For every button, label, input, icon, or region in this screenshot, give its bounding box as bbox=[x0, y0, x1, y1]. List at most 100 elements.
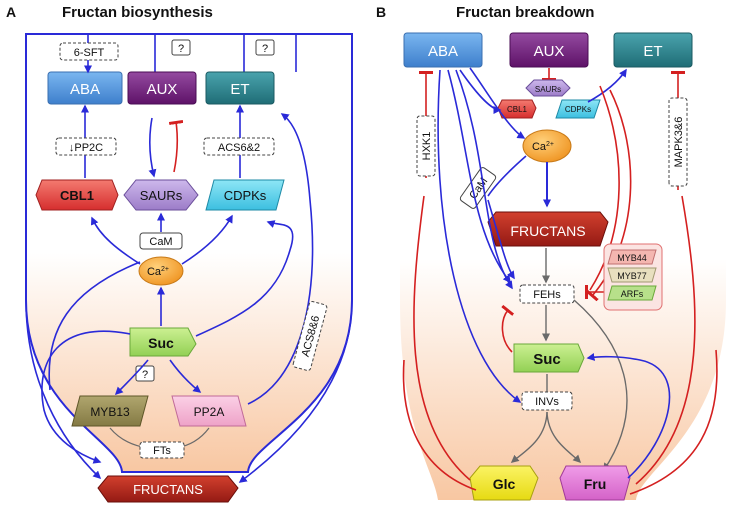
ca-to-cbl1-arrow bbox=[90, 216, 141, 265]
invs-box bbox=[521, 391, 573, 411]
suc-to-pp2a-arrow bbox=[169, 359, 202, 393]
outline-left-to-fructans-arrow bbox=[25, 299, 102, 480]
suc-inhibit-fehs bbox=[501, 304, 515, 353]
mapk-label: MAPK3&6 bbox=[673, 117, 685, 168]
pp2a-label: PP2A bbox=[194, 405, 225, 419]
panel-b-title: Fructan breakdown bbox=[456, 4, 594, 21]
calcium-node-a bbox=[138, 256, 184, 286]
invs-to-glc-arrow bbox=[510, 411, 548, 463]
saurs-node bbox=[123, 179, 199, 211]
aux-label: AUX bbox=[147, 81, 178, 98]
fts-box bbox=[139, 441, 185, 459]
cdpks-to-et-arrow-b bbox=[587, 68, 627, 103]
fru-inhibit-loop-right-2 bbox=[629, 349, 718, 495]
glc-label: Glc bbox=[493, 476, 516, 492]
myb13-node bbox=[71, 395, 149, 427]
fru-to-suc-arrow bbox=[586, 352, 671, 479]
aba-to-invs-arrow bbox=[437, 69, 522, 403]
cam-box-b bbox=[459, 167, 497, 209]
panel-a-title: Fructan biosynthesis bbox=[62, 4, 213, 21]
cdpks-label: CDPKs bbox=[224, 188, 267, 203]
myb77-node bbox=[607, 267, 657, 283]
cam-label-a: CaM bbox=[149, 236, 172, 248]
et-inhibit-fehs-2 bbox=[589, 85, 620, 291]
aux-to-saurs-arrow bbox=[148, 117, 157, 178]
fru-inhibit-loop-right bbox=[635, 195, 696, 485]
aba-to-ca-arrow-b bbox=[469, 67, 526, 139]
suc-to-myb13-arrow bbox=[114, 359, 149, 396]
ca-to-cdpks-arrow bbox=[181, 214, 233, 265]
saurs-node-b bbox=[525, 79, 571, 97]
outline-right-to-fructans-arrow bbox=[238, 299, 353, 483]
fehs-box bbox=[519, 284, 575, 304]
panel-b: B Fructan breakdown ABA AUX ET SAURs CBL… bbox=[376, 4, 726, 501]
fructans-node-b bbox=[487, 211, 609, 247]
question-label-2: ? bbox=[262, 43, 268, 55]
pp2a-to-et-arrow bbox=[247, 113, 314, 405]
cdpks-node-b bbox=[555, 99, 601, 119]
suc-label-a: Suc bbox=[148, 335, 174, 351]
fru-node bbox=[559, 465, 631, 501]
invs-label: INVs bbox=[535, 396, 559, 408]
mapk-box-group: MAPK3&6 bbox=[668, 97, 688, 187]
saurs-label: SAURs bbox=[140, 188, 183, 203]
aux-label-b: AUX bbox=[534, 43, 565, 60]
et-node-b bbox=[613, 32, 693, 68]
panel-b-letter: B bbox=[376, 4, 386, 20]
acs86-box-group: ACS8&6 bbox=[292, 301, 328, 371]
sft-label: 6-SFT bbox=[74, 47, 105, 59]
acs62-label: ACS6&2 bbox=[218, 142, 260, 154]
question-label-3: ? bbox=[142, 369, 148, 381]
sft-box bbox=[59, 42, 119, 61]
question-box-1 bbox=[171, 39, 191, 56]
suc-node-a bbox=[129, 327, 197, 357]
ca-left-curve bbox=[48, 261, 141, 391]
panel-a-letter: A bbox=[6, 4, 16, 20]
arfs-label: ARFs bbox=[621, 289, 644, 299]
fructans-label-a: FRUCTANS bbox=[133, 482, 203, 497]
aba-node-b bbox=[403, 32, 483, 68]
cdpks-node bbox=[205, 179, 285, 211]
saurs-label-b: SAURs bbox=[535, 85, 561, 94]
suc-label-b: Suc bbox=[533, 351, 561, 368]
cbl1-label-b: CBL1 bbox=[507, 105, 528, 114]
hxk1-box-group: HXK1 bbox=[416, 115, 436, 177]
suc-to-cdpks-arrow bbox=[195, 220, 294, 337]
panel-a: A Fructan biosynthesis ABA AUX ET 6-SFT … bbox=[6, 4, 353, 503]
fehs-label: FEHs bbox=[533, 289, 561, 301]
question-box-2 bbox=[255, 39, 275, 56]
fehs-to-fru-arrow bbox=[573, 299, 628, 472]
pp2a-node bbox=[171, 395, 247, 427]
cam-to-fehs-arrow bbox=[487, 199, 515, 280]
mapk-box bbox=[668, 97, 688, 187]
aba-to-fehs-arrow-2 bbox=[455, 69, 513, 290]
myb44-node bbox=[607, 249, 657, 265]
et-label: ET bbox=[230, 81, 249, 98]
glc-inhibit-loop-left bbox=[413, 195, 471, 481]
fructans-label-b: FRUCTANS bbox=[510, 223, 585, 239]
cdpks-label-b: CDPKs bbox=[565, 105, 591, 114]
myb44-label: MYB44 bbox=[617, 253, 647, 263]
hxk1-box bbox=[416, 115, 436, 177]
aba-label-b: ABA bbox=[428, 43, 458, 60]
fructans-node-a bbox=[97, 475, 239, 503]
fts-label: FTs bbox=[153, 445, 171, 457]
ca-to-cam-line-b bbox=[487, 155, 527, 197]
calcium-label-b: Ca2+ bbox=[532, 141, 554, 153]
aux-node bbox=[127, 71, 197, 105]
aux-node-b bbox=[509, 32, 589, 68]
acs86-box bbox=[292, 301, 328, 371]
myb77-label: MYB77 bbox=[617, 271, 647, 281]
aba-label: ABA bbox=[70, 81, 100, 98]
hxk1-label: HXK1 bbox=[421, 132, 433, 161]
acs62-box bbox=[203, 137, 275, 156]
fru-label: Fru bbox=[584, 476, 607, 492]
aba-to-fehs-arrow-1 bbox=[447, 69, 511, 284]
et-node bbox=[205, 71, 275, 105]
cbl1-label: CBL1 bbox=[60, 188, 94, 203]
glc-node bbox=[469, 465, 539, 501]
question-label-1: ? bbox=[178, 43, 184, 55]
invs-to-fru-arrow bbox=[546, 411, 582, 464]
myb13-label: MYB13 bbox=[90, 405, 130, 419]
cbl1-node bbox=[35, 179, 119, 211]
